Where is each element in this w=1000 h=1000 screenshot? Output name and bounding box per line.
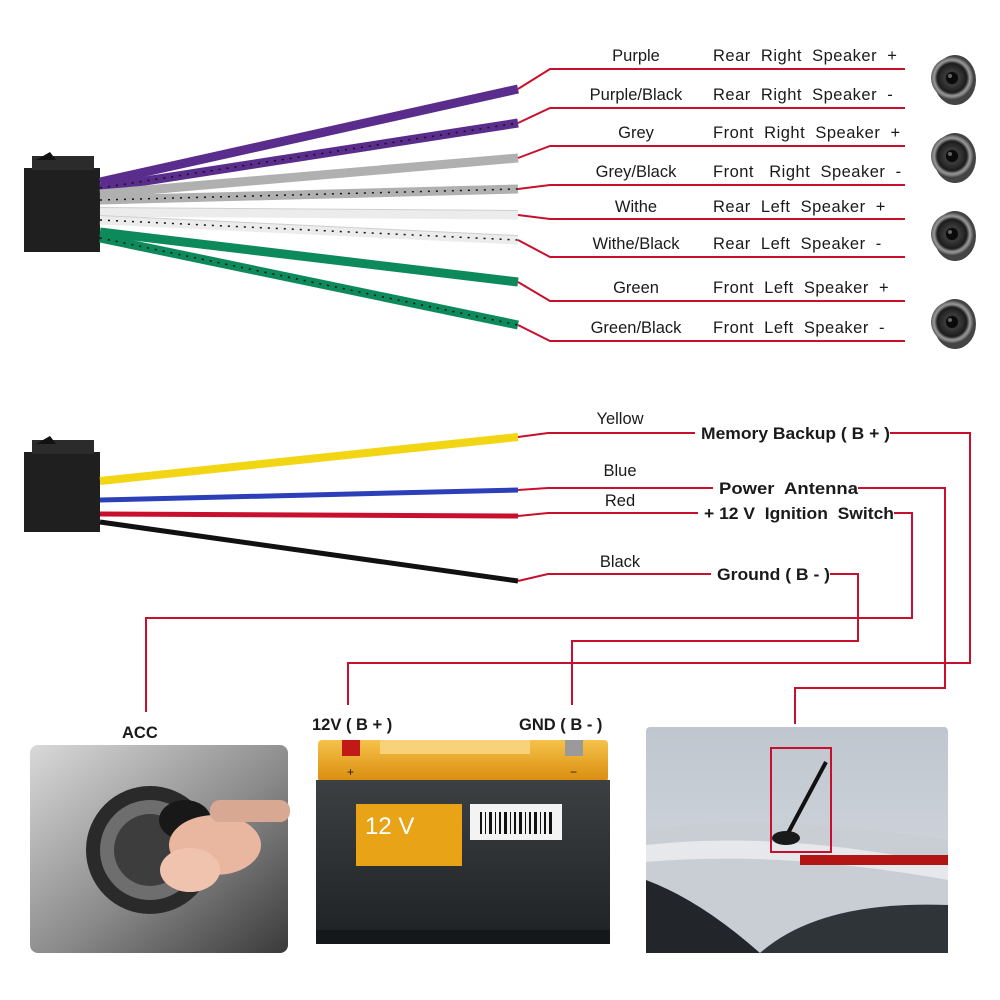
battery-voltage: 12 V: [365, 813, 414, 840]
speaker-leader-3: [517, 145, 905, 159]
power-function-label: Ground ( B - ): [717, 566, 830, 584]
speaker-wire-outline-6: [99, 215, 519, 236]
power-wire-color-label: Yellow: [596, 410, 643, 428]
speaker-wire-group: [99, 84, 519, 330]
speaker-leader-7: [517, 281, 905, 302]
speaker-connector: [24, 152, 100, 252]
power-wire-4: [99, 519, 519, 584]
power-connector: [24, 436, 100, 532]
power-leader-lines: [517, 432, 713, 582]
speaker-icon: [931, 133, 976, 183]
speaker-wire-color-label: Green: [613, 279, 659, 297]
power-function-label: Power Antenna: [719, 480, 859, 498]
speaker-leader-4: [517, 184, 905, 190]
car-battery-icon: [316, 740, 610, 944]
power-wire-group: [99, 433, 519, 584]
speaker-leader-2: [517, 107, 905, 124]
route-power-antenna: [794, 487, 946, 724]
speaker-function-label: Front Left Speaker +: [713, 279, 889, 297]
speaker-icon: [931, 211, 976, 261]
battery-ground-label: GND ( B - ): [519, 716, 602, 734]
speaker-wire-color-label: Withe: [615, 198, 657, 216]
acc-label: ACC: [122, 724, 158, 742]
ignition-key-icon: [30, 745, 290, 953]
power-wire-2: [99, 487, 519, 503]
power-leader-3: [517, 512, 698, 517]
car-antenna-icon: [646, 727, 948, 953]
speaker-leader-6: [517, 239, 905, 258]
speaker-function-label: Front Left Speaker -: [713, 319, 885, 337]
speaker-leader-5: [517, 214, 905, 220]
speaker-icons: [931, 55, 976, 349]
speaker-wire-outline-5: [99, 207, 519, 211]
power-wire-color-label: Red: [605, 492, 635, 510]
battery-plus-mark: +: [347, 765, 354, 779]
speaker-function-label: Front Right Speaker +: [713, 124, 901, 142]
power-function-label: Memory Backup ( B + ): [701, 425, 890, 443]
speaker-icon: [931, 55, 976, 105]
speaker-wire-stripe-4: [99, 188, 519, 201]
speaker-wire-color-label: Purple: [612, 47, 660, 65]
speaker-icon: [931, 299, 976, 349]
route-ignition: [145, 512, 913, 712]
power-leader-2: [517, 487, 713, 491]
speaker-wire-color-label: Withe/Black: [592, 235, 680, 253]
route-ground: [571, 573, 859, 705]
speaker-function-label: Rear Left Speaker +: [713, 198, 886, 216]
speaker-wire-1: [99, 84, 519, 187]
routing-lines: [145, 432, 971, 724]
speaker-leader-lines: [517, 68, 905, 342]
speaker-wire-color-label: Purple/Black: [590, 86, 683, 104]
speaker-function-label: Rear Right Speaker -: [713, 86, 893, 104]
speaker-wire-7: [99, 227, 519, 287]
speaker-leader-8: [517, 324, 905, 342]
power-wire-color-label: Blue: [603, 462, 636, 480]
speaker-wire-color-label: Grey/Black: [596, 163, 677, 181]
power-leader-4: [517, 573, 711, 582]
speaker-wire-3: [99, 153, 519, 199]
power-wire-1: [99, 433, 519, 485]
speaker-wire-color-label: Grey: [618, 124, 655, 142]
route-memory-backup: [347, 432, 971, 705]
battery-minus-mark: −: [570, 765, 577, 779]
power-leader-1: [517, 432, 695, 438]
speaker-function-label: Rear Left Speaker -: [713, 235, 882, 253]
speaker-function-label: Rear Right Speaker +: [713, 47, 897, 65]
power-function-label: + 12 V Ignition Switch: [704, 505, 894, 523]
speaker-wire-color-label: Green/Black: [591, 319, 683, 337]
speaker-wire-8: [99, 233, 519, 330]
speaker-wire-stripe-6: [99, 219, 519, 241]
power-wire-color-label: Black: [600, 553, 641, 571]
speaker-wire-stripe-2: [99, 122, 519, 189]
speaker-wire-5: [99, 207, 519, 220]
battery-positive-label: 12V ( B + ): [312, 716, 392, 734]
power-wire-3: [99, 511, 519, 519]
speaker-leader-1: [517, 68, 905, 90]
speaker-function-label: Front Right Speaker -: [713, 163, 902, 181]
